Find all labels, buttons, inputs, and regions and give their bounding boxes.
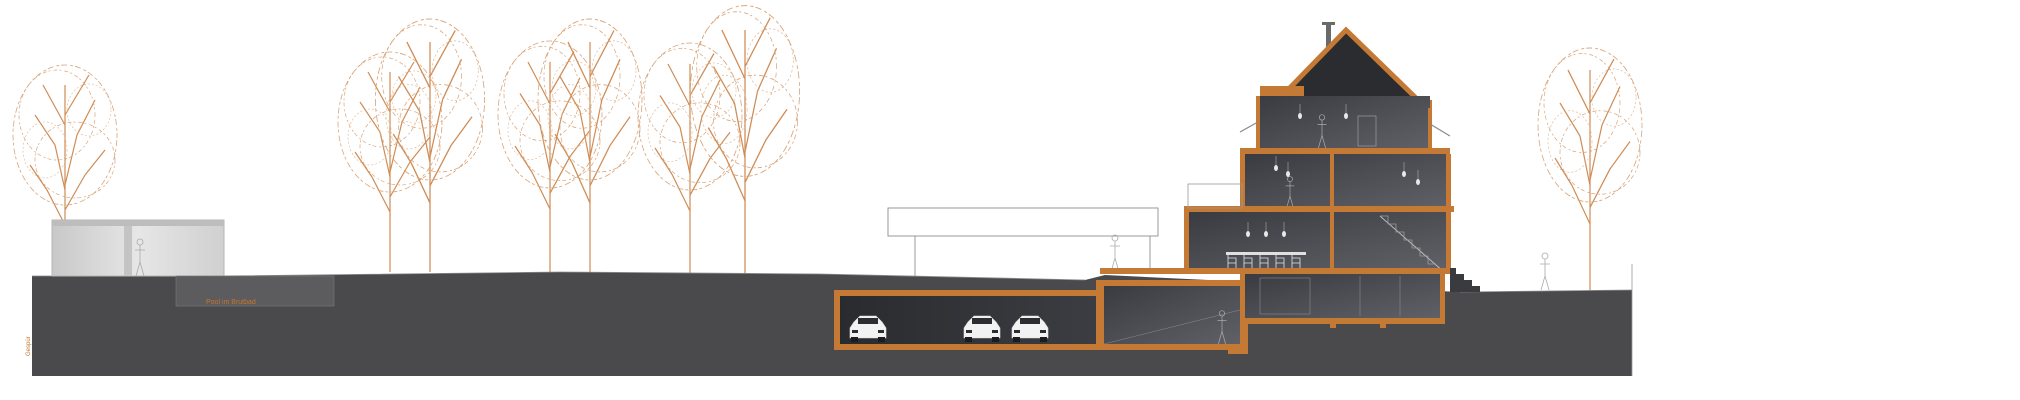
tree-icon	[689, 4, 801, 275]
underground-garage	[834, 280, 1248, 354]
main-house	[1100, 22, 1480, 328]
tree-icon	[497, 40, 603, 273]
ground-label: Gespür	[26, 336, 32, 356]
carport-outline	[887, 207, 1159, 276]
tree-icon	[337, 51, 443, 273]
tree-icon	[1537, 47, 1643, 291]
pool-label: Pool im Brutbad	[206, 299, 256, 306]
tree-icon	[537, 18, 643, 273]
pool-pavilion: Pool im Brutbad	[51, 219, 335, 307]
